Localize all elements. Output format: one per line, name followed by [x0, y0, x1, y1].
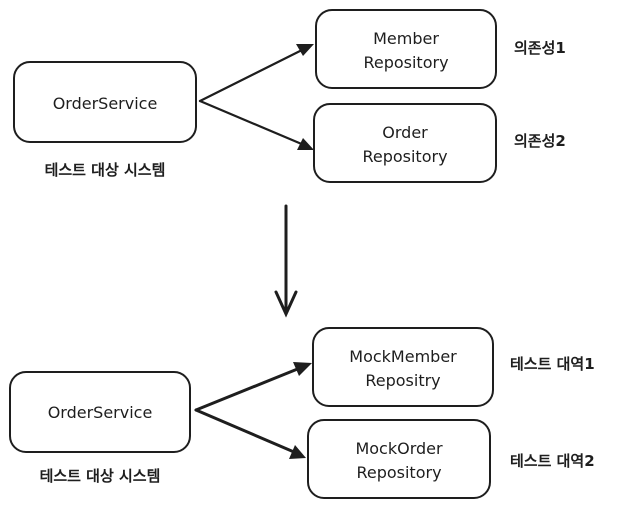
- mock-order-repository-node: MockOrder Repository: [307, 419, 491, 499]
- system-under-test-label-bottom: 테스트 대상 시스템: [40, 467, 161, 485]
- arrowhead-icon: [297, 138, 314, 150]
- order-service-label-top: OrderService: [53, 94, 158, 113]
- mock-member-repository-label-line2: Repositry: [365, 371, 440, 390]
- edge-service-to-mock-order: [194, 408, 306, 459]
- mock-order-repository-label-line2: Repository: [356, 463, 441, 482]
- top-section: OrderService 테스트 대상 시스템 Member Repositor…: [13, 9, 566, 183]
- mock-member-repository-node: MockMember Repositry: [312, 327, 494, 407]
- order-service-label-bottom: OrderService: [48, 403, 153, 422]
- arrowhead-icon: [289, 445, 306, 459]
- member-repository-node: Member Repository: [315, 9, 497, 89]
- edge-service-to-member-top: [198, 44, 314, 103]
- dependency2-label: 의존성2: [514, 132, 566, 150]
- order-service-node-top: OrderService: [13, 61, 197, 143]
- mock-order-repository-label-line1: MockOrder: [355, 439, 443, 458]
- test-double2-label: 테스트 대역2: [510, 452, 595, 470]
- edge-service-to-mock-member: [194, 362, 312, 412]
- dependency1-label: 의존성1: [514, 39, 566, 57]
- order-service-node-bottom: OrderService: [9, 371, 191, 453]
- system-under-test-label-top: 테스트 대상 시스템: [45, 161, 166, 179]
- bottom-section: OrderService 테스트 대상 시스템 MockMember Repos…: [9, 327, 595, 499]
- order-repository-node: Order Repository: [313, 103, 497, 183]
- mock-member-repository-label-line1: MockMember: [349, 347, 457, 366]
- down-arrow-icon: [274, 290, 298, 318]
- order-repository-label-line1: Order: [382, 123, 428, 142]
- transition-arrow: [274, 204, 298, 318]
- member-repository-label-line2: Repository: [363, 53, 448, 72]
- order-repository-label-line2: Repository: [362, 147, 447, 166]
- test-double1-label: 테스트 대역1: [510, 355, 595, 373]
- edge-service-to-order-top: [198, 99, 314, 150]
- arrowhead-icon: [296, 44, 314, 56]
- arrowhead-icon: [293, 362, 312, 376]
- member-repository-label-line1: Member: [373, 29, 439, 48]
